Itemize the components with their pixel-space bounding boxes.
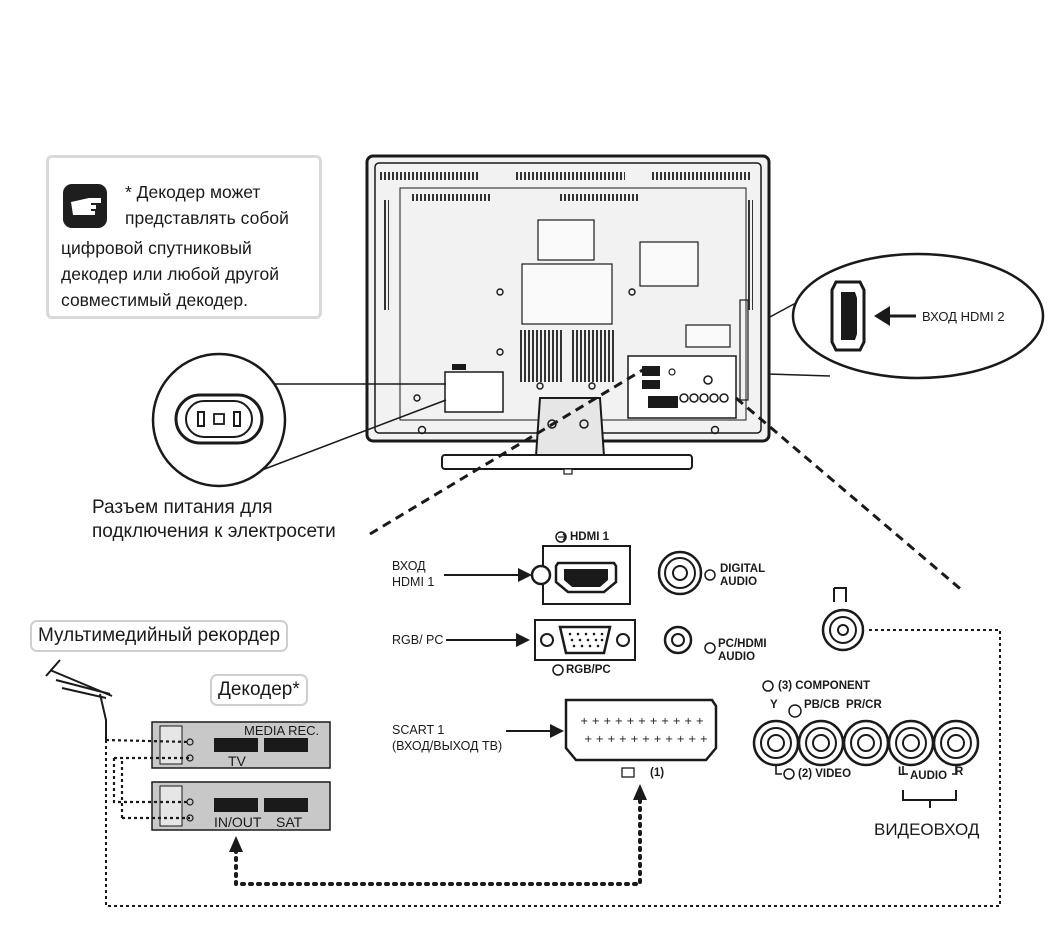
hdmi1-port-label: HDMI 1 xyxy=(570,531,609,543)
aerial-icon xyxy=(45,659,113,740)
hdmi2-callout xyxy=(767,252,1045,380)
hdmi2-label: ВХОД HDMI 2 xyxy=(922,309,1005,324)
hdmi1-input-line-2: HDMI 1 xyxy=(392,575,435,589)
decoder-sat-label: SAT xyxy=(276,814,303,830)
note-line-3: цифровой спутниковый xyxy=(61,238,252,258)
power-callout xyxy=(151,352,447,488)
power-label-line-2: подключения к электросети xyxy=(92,521,336,542)
video-input-label: ВИДЕОВХОД xyxy=(874,820,980,839)
video-label: (2) VIDEO xyxy=(798,768,852,780)
rgb-pc-port-label: RGB/PC xyxy=(566,664,611,676)
hdmi1-input-line-1: ВХОД xyxy=(392,559,426,573)
component-pr-label: PR/CR xyxy=(846,699,882,711)
note-line-4: декодер или любой другой xyxy=(61,264,280,284)
connector-panel: + + + + + + + + + + + + + + + + + + + + … xyxy=(444,531,980,808)
recorder-tv-label: TV xyxy=(228,753,246,769)
pc-hdmi-audio-line-1: PC/HDMI xyxy=(718,638,767,650)
scart-line-2: (ВХОД/ВЫХОД ТВ) xyxy=(392,739,503,753)
audio-l-label: L xyxy=(898,766,906,778)
power-label-line-1: Разъем питания для xyxy=(92,497,273,518)
scart-port-label: (1) xyxy=(650,767,665,779)
tv-back xyxy=(365,154,771,475)
scart-line-1: SCART 1 xyxy=(392,723,445,737)
decoder-in-out-label: IN/OUT xyxy=(214,814,262,830)
component-title: (3) COMPONENT xyxy=(778,680,870,692)
component-pb-label: PB/CB xyxy=(804,699,840,711)
external-devices xyxy=(45,629,1001,907)
media-recorder-label: Мультимедийный рекордер xyxy=(30,620,289,652)
component-y-label: Y xyxy=(770,699,778,711)
svg-text:+ + + + + + + + + + +: + + + + + + + + + + + xyxy=(584,734,708,745)
audio-label: AUDIO xyxy=(910,770,948,782)
audio-r-label: R xyxy=(955,766,964,778)
tv-stand xyxy=(534,397,606,457)
pc-hdmi-audio-line-2: AUDIO xyxy=(718,651,756,663)
note-line-1: * Декодер может xyxy=(125,182,261,202)
digital-audio-line-1: DIGITAL xyxy=(720,563,766,575)
rgb-pc-input-label: RGB/ PC xyxy=(392,633,444,647)
digital-audio-line-2: AUDIO xyxy=(720,576,758,588)
svg-text:+ + + + + + + + + + +: + + + + + + + + + + + xyxy=(580,716,704,727)
pointing-hand-icon xyxy=(63,184,107,228)
recorder-media-rec-label: MEDIA REC. xyxy=(244,723,320,738)
note-line-5: совместимый декодер. xyxy=(61,290,249,310)
note-line-2: представлять собой xyxy=(125,208,289,228)
decoder-note-box: * Декодер может представлять собой цифро… xyxy=(46,155,322,319)
scart-port-icon xyxy=(564,698,718,762)
decoder-label: Декодер* xyxy=(210,674,308,706)
